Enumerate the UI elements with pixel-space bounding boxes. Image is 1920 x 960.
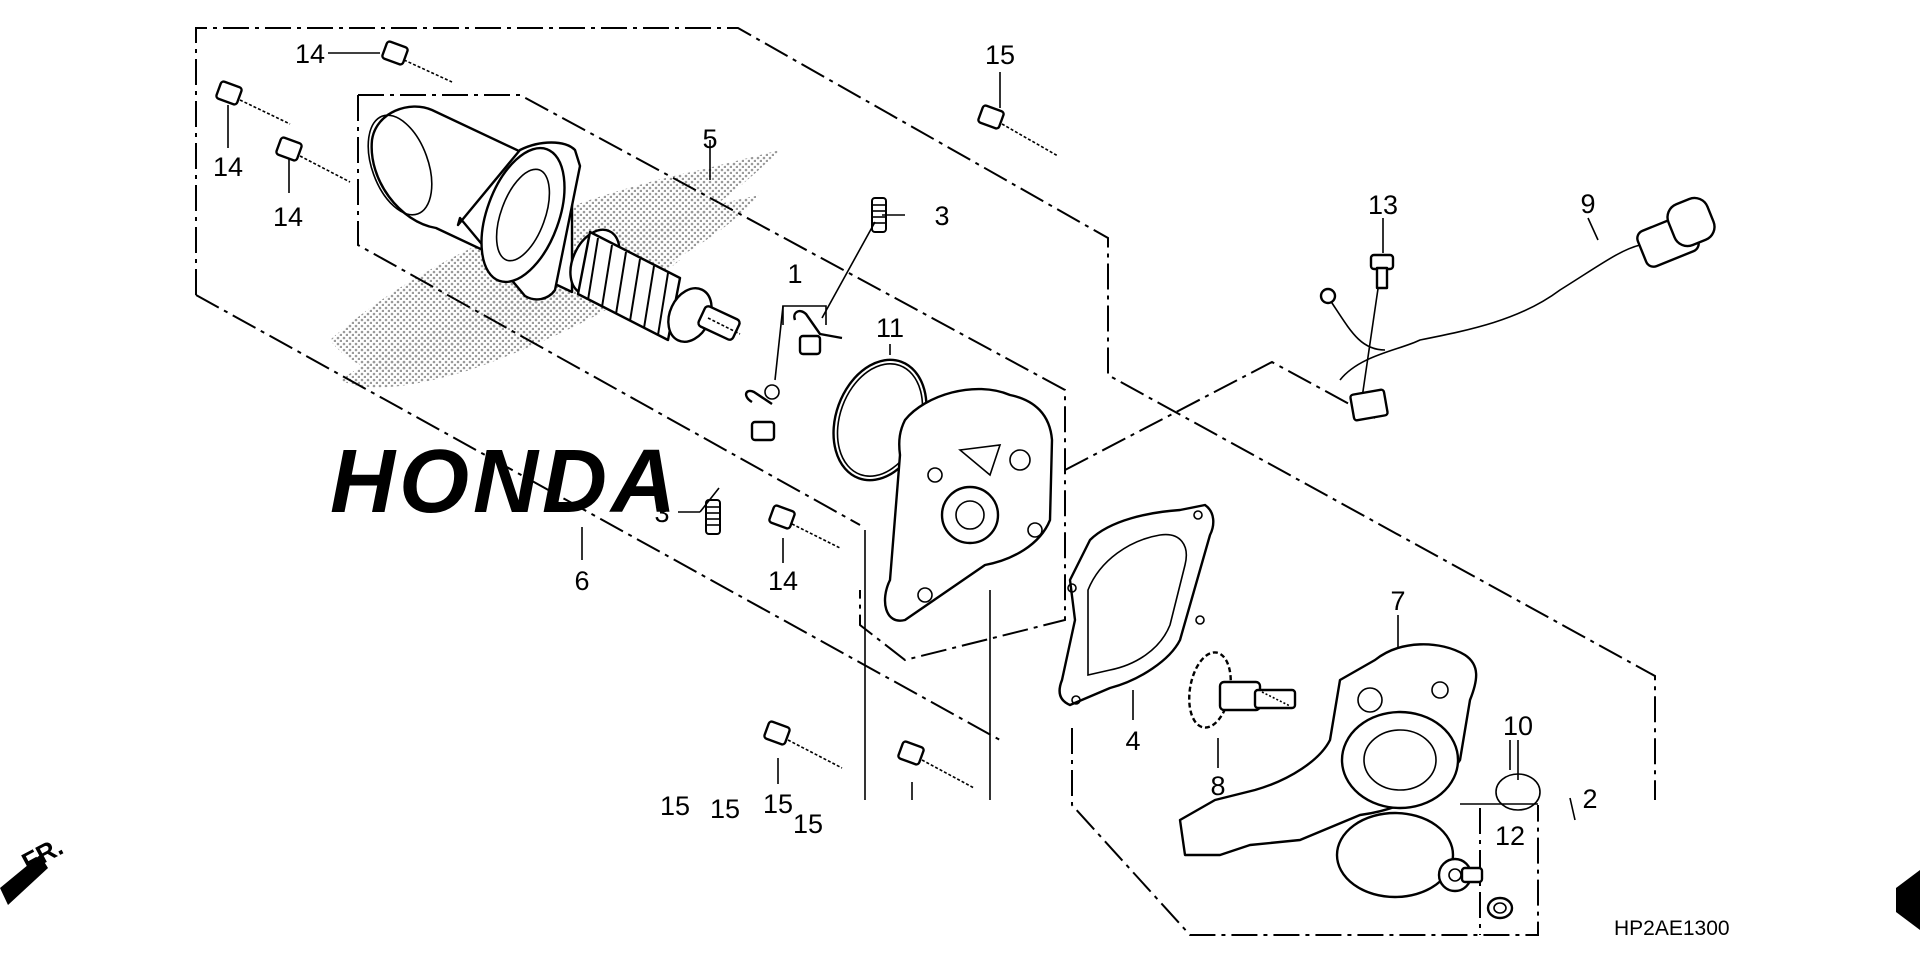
honda-watermark-text: HONDA [330, 432, 680, 532]
callout-15: 15 [985, 40, 1015, 70]
callout-10: 10 [1503, 711, 1533, 741]
callout-11: 11 [876, 313, 904, 343]
continuation-arrow [1896, 870, 1920, 930]
callout-15: 15 [763, 789, 793, 819]
callout-7: 7 [1390, 586, 1405, 616]
callout-2: 2 [1582, 784, 1597, 814]
callout-3: 3 [934, 201, 949, 231]
flange-bolt-15-top-right [977, 104, 1059, 157]
callout-5: 5 [702, 124, 717, 154]
starter-cable-9 [1319, 196, 1716, 422]
callout-14: 14 [213, 152, 243, 182]
callout-15: 15 [660, 791, 690, 821]
callout-8: 8 [1210, 771, 1225, 801]
pinion-gear-and-clip-12 [1437, 857, 1514, 920]
flange-bolt-14-top [381, 40, 453, 83]
armature [569, 228, 741, 343]
brush-spring-upper [871, 197, 887, 233]
gasket-4 [1058, 503, 1215, 707]
assembly-outlines [195, 27, 1656, 936]
flange-bolt-14-left-a [215, 80, 291, 125]
diagram-code: HP2AE1300 [1614, 917, 1730, 940]
callout-3: 3 [654, 498, 669, 528]
callout-9: 9 [1580, 189, 1595, 219]
callout-14: 14 [273, 202, 303, 232]
reduction-gear-8 [1188, 651, 1297, 729]
callout-14: 14 [768, 566, 798, 596]
starter-front-cover [883, 387, 1054, 622]
flange-bolt-15-bottom-b [897, 740, 975, 789]
front-direction-arrow: FR. [0, 831, 68, 905]
o-ring-2 [1335, 811, 1455, 899]
flange-bolt-14-center [768, 504, 841, 549]
callout-15: 15 [710, 794, 740, 824]
callout-15: 15 [793, 809, 823, 839]
motor-case [367, 105, 582, 301]
callout-12: 12 [1495, 821, 1525, 851]
flange-bolt-14-left-b [275, 136, 351, 183]
callout-13: 13 [1368, 190, 1398, 220]
flange-bolt-15-bottom-a [763, 720, 843, 769]
screw-13 [1369, 253, 1395, 290]
brush-spring-lower [705, 499, 721, 535]
snap-ring-10 [1495, 773, 1541, 811]
callout-4: 4 [1125, 726, 1140, 756]
callout-numbers: 14 14 14 15 5 3 1 11 13 9 3 14 6 4 8 7 1… [213, 39, 1598, 851]
callout-14: 14 [295, 39, 325, 69]
callout-6: 6 [574, 566, 589, 596]
gear-cover-7 [1178, 643, 1478, 857]
callout-1: 1 [787, 259, 802, 289]
carbon-brush-set [744, 309, 843, 442]
leader-lines [227, 52, 1599, 821]
